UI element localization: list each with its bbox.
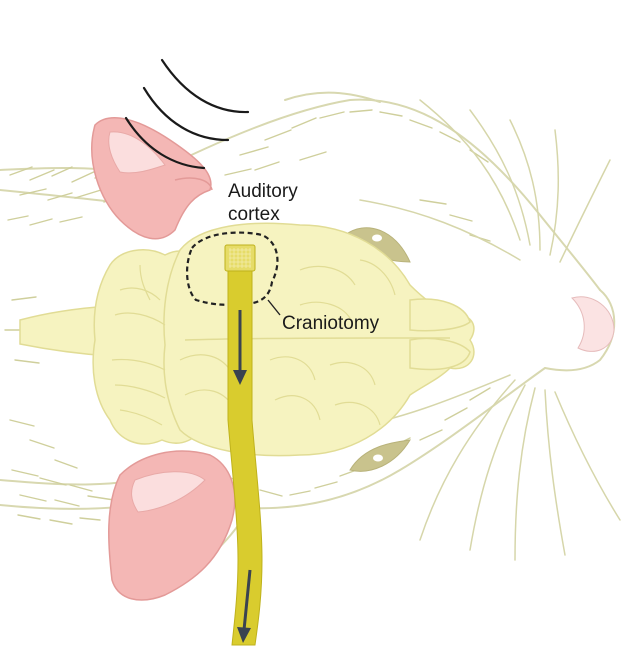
auditory-cortex-label-line2: cortex: [228, 204, 280, 225]
sound-wave-middle: [142, 86, 230, 142]
rat-body-outline: [0, 91, 616, 576]
nose: [571, 296, 615, 352]
sound-waves: [124, 58, 250, 170]
craniotomy-outline: [186, 231, 279, 306]
signal-arrow-1: [233, 310, 247, 385]
ear-bottom: [108, 450, 236, 601]
sound-wave-outer: [160, 58, 250, 114]
whiskers: [339, 99, 621, 561]
probe-cable: [227, 261, 263, 646]
craniotomy-leader-line: [267, 299, 281, 316]
auditory-cortex-label-line1: Auditory: [228, 181, 298, 202]
recording-probe: [224, 244, 263, 646]
probe-electrode-grid: [229, 248, 251, 268]
craniotomy-label: Craniotomy: [282, 313, 380, 334]
signal-arrow-2: [237, 569, 252, 643]
ear-top: [91, 117, 213, 240]
eye-bottom: [349, 439, 411, 472]
sound-wave-inner: [124, 116, 206, 170]
